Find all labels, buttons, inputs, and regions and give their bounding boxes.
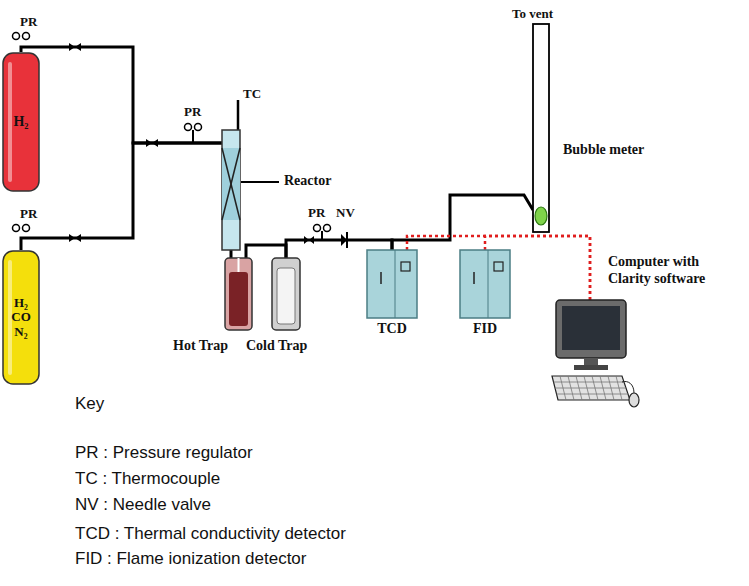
regulator-gauge [23,33,30,40]
shape-outline [533,24,549,232]
catalyst-mark [222,148,240,220]
part-label: PR [184,104,201,120]
part-label: TC [243,86,261,102]
detector-unit: FID [460,250,510,318]
regulator-gauge [195,124,202,131]
shape-outline [367,250,417,318]
detector-case [460,250,510,318]
part-label: NV [336,205,355,221]
node-label: H₂ [13,114,28,130]
cold-trap: Cold Trap [272,258,300,330]
shape-outline [222,130,240,250]
trap-body [225,258,252,330]
trap-dip-tube [238,258,240,272]
regulator-gauge [314,225,321,232]
hot-trap: Hot Trap [225,258,252,330]
key-row [555,388,626,389]
detector-unit: TCD [367,250,417,318]
key-col [592,376,598,400]
panel-divider [395,250,396,318]
gas-line [230,250,233,258]
legend-text: TC : Thermocouple [75,469,220,489]
regulator-stem [192,130,194,143]
gas-line [246,245,286,258]
legend-text: TCD : Thermal conductivity detector [75,524,346,544]
keyboard [552,376,630,400]
regulator-gauge [13,33,20,40]
node-label: H₂ CO N₂ [11,295,31,340]
cylinder-body [3,53,39,191]
gas-line [392,195,533,250]
node-label: Bubble meter [563,142,644,159]
regulator-gauge [185,124,192,131]
regulator-gauge [324,225,331,232]
gas-cylinder: H₂ CO N₂ [2,250,40,385]
key-col [600,376,606,400]
node-label: Cold Trap [246,338,307,355]
trap-core [229,272,248,326]
monitor [556,300,626,358]
node-label: FID [473,321,497,337]
mouse [629,393,639,407]
mouse-cord [622,381,634,393]
gas-line [21,47,222,143]
screen [562,306,620,350]
node-label: Reactor [284,173,331,190]
meter-tube [533,24,549,232]
part-label: PR [20,14,37,30]
trap-core [277,268,295,324]
legend-text: NV : Needle valve [75,495,211,515]
panel-divider [488,250,489,318]
gas-cylinder: H₂ [2,52,40,192]
reactor-body [222,130,240,250]
key-col [616,376,622,400]
regulator-gauge [13,225,20,232]
legend-text: FID : Flame ionization detector [75,549,306,569]
shape-outline [272,258,300,330]
legend-text: PR : Pressure regulator [75,443,253,463]
trap-body [272,258,300,330]
detector-case [367,250,417,318]
key-col [576,376,582,400]
cylinder-highlight [8,62,12,182]
cylinder-body [3,251,39,384]
key-row [554,382,625,383]
shape-outline [225,258,252,330]
key-col [560,376,566,400]
key-row [557,394,629,395]
display-window [401,262,410,271]
monitor-base [574,365,608,370]
node-label: TCD [377,321,407,337]
shape-outline [548,300,640,410]
bubble-meter: Bubble meter [533,24,549,232]
computer: Computer with Clarity software [548,300,640,410]
power-switch [473,272,475,284]
part-label: To vent [512,6,553,22]
monitor-stand [584,358,598,365]
catalyst-mark [222,148,240,220]
key-heading: Key [75,394,104,414]
reactor-tube: Reactor [222,130,240,250]
display-window [494,262,503,271]
thermocouple-probe [237,100,240,131]
leader-line [241,181,279,183]
soap-bubble [535,207,547,225]
part-label: PR [20,206,37,222]
gas-line [21,143,222,250]
power-switch [380,272,382,284]
part-label: PR [308,205,325,221]
key-col [584,376,590,400]
key-col [568,376,574,400]
shape-outline [460,250,510,318]
node-label: Computer with Clarity software [608,254,740,288]
catalyst-bed [222,148,240,220]
key-col [608,376,614,400]
regulator-gauge [23,225,30,232]
node-label: Hot Trap [173,338,228,355]
